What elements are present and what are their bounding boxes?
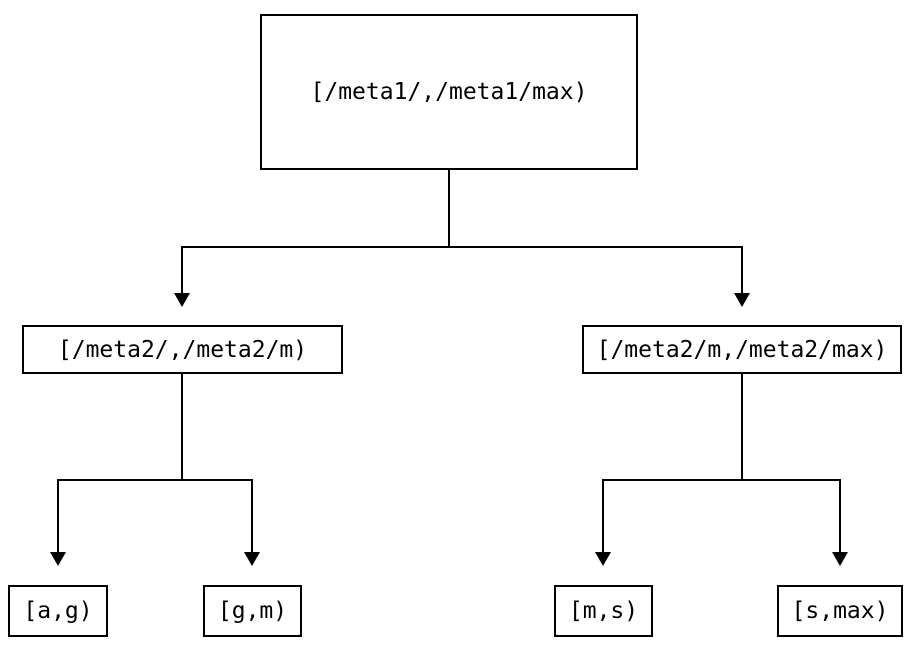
node-leaf-a-g: [a,g) bbox=[8, 585, 108, 637]
edge-to-leaf-a-g-line bbox=[57, 479, 59, 552]
node-leaf-s-max: [s,max) bbox=[777, 585, 903, 637]
edge-left-child-crossbar-line bbox=[57, 479, 253, 481]
arrowhead-down-icon bbox=[734, 293, 750, 307]
edge-left-child-stem-line bbox=[181, 374, 183, 481]
edge-right-child-crossbar-line bbox=[602, 479, 841, 481]
edge-to-leaf-s-max-line bbox=[839, 479, 841, 552]
edge-root-crossbar-line bbox=[181, 246, 743, 248]
arrowhead-down-icon bbox=[50, 552, 66, 566]
node-left-meta2-range: [/meta2/,/meta2/m) bbox=[22, 325, 343, 374]
arrowhead-down-icon bbox=[595, 552, 611, 566]
edge-root-stem-line bbox=[448, 170, 450, 248]
node-leaf-m-s: [m,s) bbox=[554, 585, 653, 637]
arrowhead-down-icon bbox=[174, 293, 190, 307]
node-leaf-g-m: [g,m) bbox=[203, 585, 302, 637]
arrowhead-down-icon bbox=[832, 552, 848, 566]
edge-to-right-child-line bbox=[741, 246, 743, 293]
arrowhead-down-icon bbox=[244, 552, 260, 566]
node-root-meta1-range: [/meta1/,/meta1/max) bbox=[260, 14, 638, 170]
edge-right-child-stem-line bbox=[741, 374, 743, 481]
edge-to-left-child-line bbox=[181, 246, 183, 293]
edge-to-leaf-m-s-line bbox=[602, 479, 604, 552]
edge-to-leaf-g-m-line bbox=[251, 479, 253, 552]
node-right-meta2-range: [/meta2/m,/meta2/max) bbox=[582, 325, 902, 374]
